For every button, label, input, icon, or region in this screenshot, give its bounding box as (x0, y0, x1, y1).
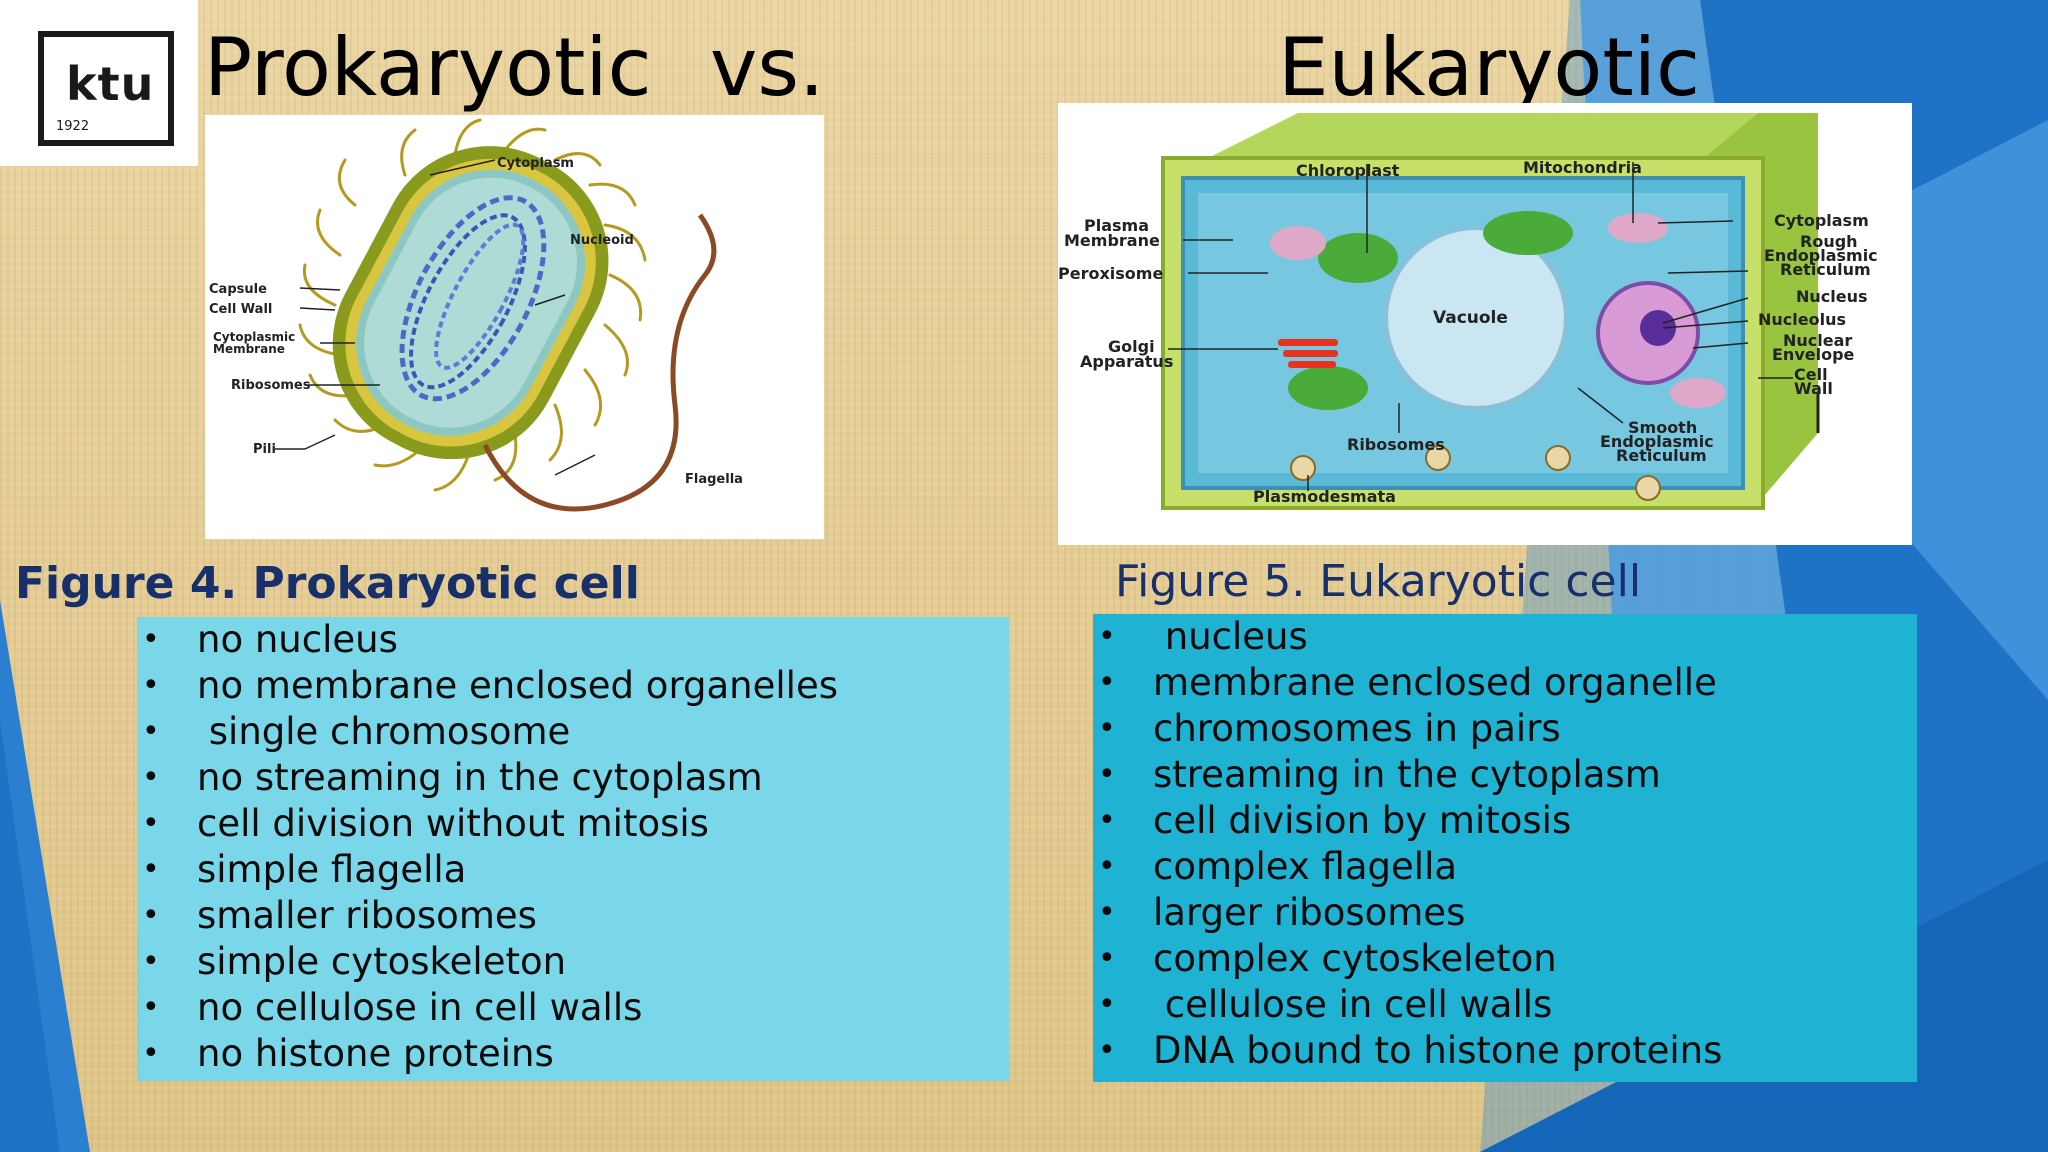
label-apparatus: Apparatus (1080, 352, 1173, 371)
label-nuclear-envelope: Envelope (1772, 345, 1855, 364)
eukaryotic-list-item: • streaming in the cytoplasm (1093, 752, 1917, 798)
logo-frame: ktu 1922 (38, 31, 174, 146)
bullet-icon: • (1098, 660, 1116, 706)
prokaryotic-cell-figure: Cytoplasm Nucleoid Capsule Cell Wall Cyt… (205, 115, 824, 539)
eukaryotic-list-item-text: DNA bound to histone proteins (1153, 1028, 1722, 1074)
label-vacuole: Vacuole (1433, 308, 1508, 328)
label-pili: Pili (253, 442, 276, 457)
bullet-icon: • (142, 801, 160, 847)
bullet-icon: • (142, 617, 160, 663)
label-nucleus: Nucleus (1796, 287, 1868, 306)
label-chloroplast: Chloroplast (1296, 161, 1400, 180)
prokaryotic-list-item: • no streaming in the cytoplasm (137, 755, 1009, 801)
prokaryotic-list-item: • simple flagella (137, 847, 1009, 893)
prokaryotic-list-item-text: single chromosome (197, 709, 570, 755)
label-nucleoid: Nucleoid (570, 233, 634, 248)
label-wall: Wall (1794, 379, 1833, 398)
eukaryotic-list-item: • complex flagella (1093, 844, 1917, 890)
label-ribosomes-euk: Ribosomes (1347, 435, 1445, 454)
title-eukaryotic: Eukaryotic (1278, 20, 1700, 116)
prokaryotic-list-item: • cell division without mitosis (137, 801, 1009, 847)
prokaryotic-list-item-text: smaller ribosomes (197, 893, 537, 939)
bullet-icon: • (1098, 752, 1116, 798)
label-capsule: Capsule (209, 282, 267, 297)
eukaryotic-list-item-text: chromosomes in pairs (1153, 706, 1561, 752)
prokaryotic-list: • no nucleus • no membrane enclosed organel… (137, 617, 1009, 1081)
prokaryotic-caption: Figure 4. Prokaryotic cell (15, 557, 640, 611)
label-cytoplasm-euk: Cytoplasm (1774, 211, 1869, 230)
eukaryotic-list-item-text: cell division by mitosis (1153, 798, 1571, 844)
prokaryotic-list-item-text: no histone proteins (197, 1031, 554, 1077)
prokaryotic-list-item-text: simple flagella (197, 847, 466, 893)
eukaryotic-list-item: • DNA bound to histone proteins (1093, 1028, 1917, 1074)
prokaryotic-cell-diagram: Cytoplasm Nucleoid Capsule Cell Wall Cyt… (205, 115, 824, 539)
label-flagella: Flagella (685, 472, 743, 487)
eukaryotic-list-item-text: membrane enclosed organelle (1153, 660, 1717, 706)
logo-text: ktu (66, 57, 154, 111)
eukaryotic-list-item: • larger ribosomes (1093, 890, 1917, 936)
bullet-icon: • (142, 755, 160, 801)
prokaryotic-list-item: • single chromosome (137, 709, 1009, 755)
bullet-icon: • (142, 847, 160, 893)
prokaryotic-list-item: • no histone proteins (137, 1031, 1009, 1077)
label-mitochondria: Mitochondria (1523, 158, 1642, 177)
bullet-icon: • (142, 709, 160, 755)
bullet-icon: • (142, 985, 160, 1031)
eukaryotic-cell-figure: Chloroplast Mitochondria Plasma Membrane… (1058, 103, 1912, 545)
label-cell-wall: Cell Wall (209, 302, 272, 317)
eukaryotic-list-item-text: larger ribosomes (1153, 890, 1465, 936)
eukaryotic-caption: Figure 5. Eukaryotic cell (1115, 555, 1641, 609)
bullet-icon: • (142, 893, 160, 939)
prokaryotic-list-item-text: simple cytoskeleton (197, 939, 566, 985)
bullet-icon: • (1098, 798, 1116, 844)
prokaryotic-list-item-text: no membrane enclosed organelles (197, 663, 838, 709)
bullet-icon: • (1098, 1028, 1116, 1074)
eukaryotic-list-item: • nucleus (1093, 614, 1917, 660)
prokaryotic-list-item-text: no streaming in the cytoplasm (197, 755, 763, 801)
eukaryotic-list-item-text: nucleus (1153, 614, 1308, 660)
eukaryotic-list-item-text: complex flagella (1153, 844, 1457, 890)
eukaryotic-list-item: • complex cytoskeleton (1093, 936, 1917, 982)
eukaryotic-list-item-text: complex cytoskeleton (1153, 936, 1557, 982)
prokaryotic-list-item: • smaller ribosomes (137, 893, 1009, 939)
eukaryotic-list-item: • cellulose in cell walls (1093, 982, 1917, 1028)
label-plasma-membrane: Membrane (1064, 231, 1160, 250)
eukaryotic-list-item: • chromosomes in pairs (1093, 706, 1917, 752)
prokaryotic-list-item-text: cell division without mitosis (197, 801, 709, 847)
label-peroxisome: Peroxisome (1058, 264, 1163, 283)
prokaryotic-list-item-text: no cellulose in cell walls (197, 985, 642, 1031)
bullet-icon: • (142, 663, 160, 709)
logo-year: 1922 (56, 119, 89, 134)
label-ribosomes: Ribosomes (231, 378, 311, 393)
label-plasmodesmata: Plasmodesmata (1253, 487, 1396, 506)
eukaryotic-list-item: • membrane enclosed organelle (1093, 660, 1917, 706)
prokaryotic-list-item: • no membrane enclosed organelles (137, 663, 1009, 709)
bullet-icon: • (1098, 844, 1116, 890)
label-cytoplasm: Cytoplasm (497, 156, 574, 171)
eukaryotic-list-item-text: cellulose in cell walls (1153, 982, 1552, 1028)
eukaryotic-list-item-text: streaming in the cytoplasm (1153, 752, 1661, 798)
label-nucleolus: Nucleolus (1758, 310, 1846, 329)
prokaryotic-list-item: • simple cytoskeleton (137, 939, 1009, 985)
bullet-icon: • (1098, 706, 1116, 752)
prokaryotic-list-item: • no nucleus (137, 617, 1009, 663)
label-rough-reticulum: Reticulum (1780, 260, 1871, 279)
bullet-icon: • (1098, 614, 1116, 660)
title-prokaryotic: Prokaryotic (204, 20, 652, 116)
ktu-logo: ktu 1922 (0, 0, 198, 166)
bullet-icon: • (142, 1031, 160, 1077)
title-vs: vs. (710, 20, 824, 116)
bullet-icon: • (1098, 982, 1116, 1028)
eukaryotic-list: • nucleus•membrane enclosed organelle•ch… (1093, 614, 1917, 1082)
eukaryotic-cell-diagram: Chloroplast Mitochondria Plasma Membrane… (1058, 103, 1912, 545)
label-membrane: Membrane (213, 342, 285, 356)
eukaryotic-list-item: • cell division by mitosis (1093, 798, 1917, 844)
prokaryotic-list-item-text: no nucleus (197, 617, 398, 663)
bullet-icon: • (1098, 936, 1116, 982)
bullet-icon: • (142, 939, 160, 985)
label-smooth-reticulum: Reticulum (1616, 446, 1707, 465)
prokaryotic-list-item: • no cellulose in cell walls (137, 985, 1009, 1031)
bullet-icon: • (1098, 890, 1116, 936)
